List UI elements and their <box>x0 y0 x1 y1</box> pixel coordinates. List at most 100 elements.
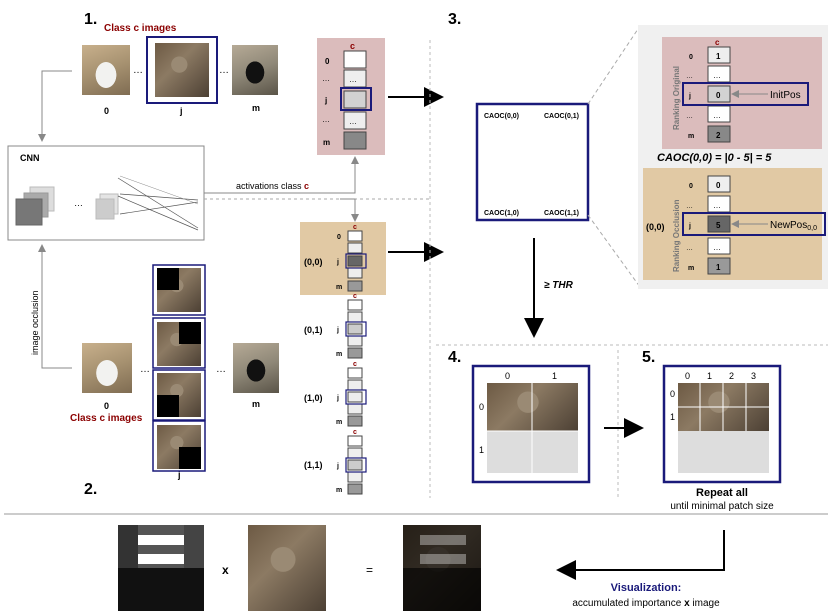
rc-highlight <box>682 212 826 236</box>
image-label-0: 0 <box>104 106 109 116</box>
col1-dots-2: … <box>349 117 357 126</box>
step-5-label: 5. <box>642 349 655 366</box>
ro-row-3: … <box>686 113 693 120</box>
ro-val-3: … <box>713 111 721 120</box>
images-to-cnn-arrow <box>38 70 72 142</box>
mini10-row-m: m <box>336 419 342 426</box>
step-4-label: 4. <box>448 349 461 366</box>
section5-grid <box>678 383 769 431</box>
vis-title: Visualization: <box>611 582 682 594</box>
activations-arrow-2 <box>340 198 359 222</box>
caoc-formula: CAOC(0,0) = |0 - 5| = 5 <box>657 152 772 164</box>
rc-row-1: … <box>686 203 693 210</box>
s4-col-0: 0 <box>505 371 510 381</box>
cnn-dots: … <box>74 198 83 208</box>
black-cat-image-m <box>232 45 278 95</box>
mini10-row-j: j <box>336 395 339 402</box>
image-label-j: j <box>179 106 183 116</box>
ro-cells <box>707 46 731 143</box>
bottom-cat-image <box>248 525 326 611</box>
cnn-layer-3 <box>15 198 43 226</box>
section5-faded <box>678 431 769 473</box>
ranking-original-bg <box>662 37 822 149</box>
kitten-image-0 <box>82 45 130 95</box>
col1-row-0: 0 <box>325 57 330 66</box>
step-2-label: 2. <box>84 481 97 498</box>
caoc-frame <box>475 102 590 222</box>
section2-title: Class c images <box>70 413 143 424</box>
svg-text:c: c <box>353 429 357 436</box>
newpos-label: NewPos0,0 <box>770 220 817 232</box>
mini-row-m: m <box>336 284 342 291</box>
image-label-m: m <box>252 103 260 113</box>
mini-row-0: 0 <box>337 234 341 241</box>
caoc-00: CAOC(0,0) <box>484 113 519 120</box>
pink-column-cells <box>343 50 367 150</box>
section1-title: Class c images <box>104 23 177 34</box>
s2-label-0: 0 <box>104 401 109 411</box>
s4-col-1: 1 <box>552 371 557 381</box>
mini01-row-j: j <box>336 327 339 334</box>
zoom-line-top <box>587 25 641 105</box>
threshold-label: ≥ THR <box>544 280 574 291</box>
s5-col-3: 3 <box>751 371 756 381</box>
rc-cells <box>707 175 731 275</box>
kitten-image-0-occl <box>82 343 132 393</box>
occluded-stack <box>152 264 206 472</box>
importance-map <box>118 525 204 611</box>
col1-row-3: … <box>322 115 330 124</box>
s2-dots-2: … <box>216 364 226 375</box>
svg-text:c: c <box>353 361 357 368</box>
rc-prefix: (0,0) <box>646 222 665 232</box>
s2-dots-1: … <box>140 364 150 375</box>
vis-sub: accumulated importance x image <box>572 598 720 609</box>
mini11-row-j: j <box>336 463 339 470</box>
ro-highlight <box>682 82 809 106</box>
rc-val-1: … <box>713 201 721 210</box>
mini-columns: c c c c <box>345 224 367 495</box>
col1-row-j: j <box>324 96 327 105</box>
mini01-row-m: m <box>336 351 342 358</box>
ro-val-0: 1 <box>716 52 721 61</box>
rc-row-j: j <box>688 223 691 230</box>
times-sign: x <box>222 563 229 577</box>
ranking-original-side: Ranking Original <box>672 66 681 130</box>
ro-head: c <box>715 38 720 47</box>
dots-1b: … <box>219 65 229 76</box>
ranking-occlusion-side: Ranking Occlusion <box>672 199 681 272</box>
section4-frame <box>471 364 591 484</box>
svg-text:c: c <box>353 293 357 300</box>
rc-row-0: 0 <box>689 183 693 190</box>
repeat-sub: until minimal patch size <box>670 501 774 512</box>
caoc-10: CAOC(1,0) <box>484 210 519 217</box>
repeat-label: Repeat all <box>696 487 748 499</box>
s5-col-2: 2 <box>729 371 734 381</box>
cnn-fc-1 <box>119 193 199 201</box>
svg-text:c: c <box>353 224 357 231</box>
return-arrow <box>556 530 725 580</box>
s5-col-1: 1 <box>707 371 712 381</box>
cnn-fc-4 <box>117 177 199 229</box>
col1-head: c <box>350 41 355 51</box>
dots-1a: … <box>133 65 143 76</box>
rc-val-3: … <box>713 243 721 252</box>
activations-label: activations class c <box>236 181 309 191</box>
cat-image-j <box>155 43 209 97</box>
selected-image-frame <box>146 36 218 104</box>
s2-label-j: j <box>177 470 181 480</box>
ro-row-0: 0 <box>689 54 693 61</box>
black-cat-image-m-occl <box>233 343 279 393</box>
image-occlusion-label: image occlusion <box>30 290 40 355</box>
s5-row-0: 0 <box>670 389 675 399</box>
caoc-01: CAOC(0,1) <box>544 113 579 120</box>
patch-11-label: (1,1) <box>304 460 323 470</box>
col1-row-1: … <box>322 74 330 83</box>
cnn-fc-2 <box>119 201 199 215</box>
zoom-line-bottom <box>587 214 641 288</box>
s4-row-0: 0 <box>479 402 484 412</box>
s5-row-1: 1 <box>670 412 675 422</box>
ro-row-1: … <box>686 73 693 80</box>
mini-row-j: j <box>336 259 339 266</box>
step-3-label: 3. <box>448 11 461 28</box>
